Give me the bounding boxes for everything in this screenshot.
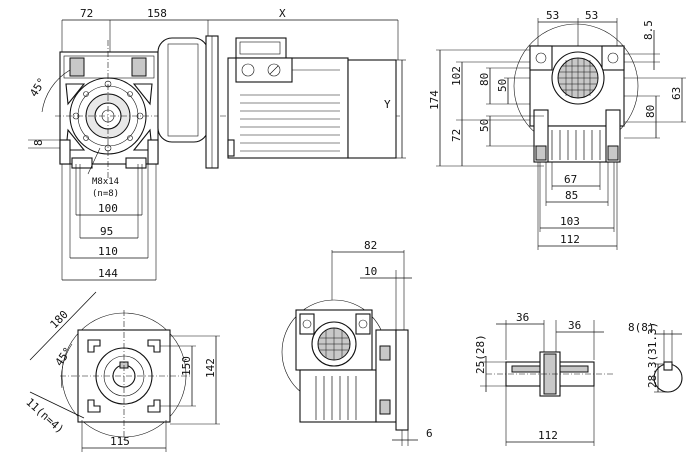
front-view: 72 158 X 45° [27, 7, 406, 281]
side-dim-112: 112 [560, 233, 580, 246]
flange-angle-45: 45° [52, 345, 74, 369]
side-dim-53b: 53 [585, 9, 598, 22]
shaft-dim-28-3: 28.3(31.3) [646, 322, 659, 388]
shaft-dim-25: 25(28) [474, 334, 487, 374]
side-lower-body [543, 125, 611, 163]
bottom-dim-10: 10 [364, 265, 377, 278]
side-dim-80b: 80 [644, 105, 657, 118]
flange-view: 180 45° 11(n=4) 150 142 115 [23, 291, 220, 452]
front-dim-100: 100 [98, 202, 118, 215]
flange-holes: 11(n=4) [23, 396, 66, 437]
front-dim-x: X [279, 7, 286, 20]
side-dim-72: 72 [450, 129, 463, 142]
side-view: 53 53 [428, 9, 686, 250]
bottom-dim-82: 82 [364, 239, 377, 252]
side-dim-53a: 53 [546, 9, 559, 22]
front-angle-45: 45° [27, 76, 49, 100]
side-dim-63: 63 [670, 87, 683, 100]
side-dim-50b: 50 [478, 119, 491, 132]
side-dim-67: 67 [564, 173, 577, 186]
flange-dim-142: 142 [204, 358, 217, 378]
front-dim-y: Y [384, 98, 391, 111]
shaft-view: 36 36 25(28) 112 8(8) 28.3(31.3) [474, 311, 683, 446]
side-dim-8-5: 8.5 [642, 20, 655, 40]
shaft-dim-36b: 36 [568, 319, 581, 332]
flange-dim-115: 115 [110, 435, 130, 448]
front-thread-count: (n=8) [92, 189, 119, 199]
shaft-dim-36a: 36 [516, 311, 529, 324]
side-dim-80a: 80 [478, 73, 491, 86]
side-dim-85: 85 [565, 189, 578, 202]
side-dim-50a: 50 [496, 79, 509, 92]
side-dim-103: 103 [560, 215, 580, 228]
shaft-dim-112: 112 [538, 429, 558, 442]
side-dim-174: 174 [428, 90, 441, 110]
flange-dim-180: 180 [48, 308, 71, 331]
motor-adapter [157, 37, 209, 143]
shaft-dim-8: 8(8) [628, 321, 655, 334]
bottom-lower-body [299, 369, 377, 423]
front-dim-95: 95 [100, 225, 113, 238]
bottom-flange [395, 329, 409, 431]
front-dim-72: 72 [80, 7, 93, 20]
motor-fan-cover [347, 59, 397, 159]
side-dim-102: 102 [450, 66, 463, 86]
bottom-view: 82 10 [281, 239, 433, 446]
bottom-dim-6: 6 [426, 427, 433, 440]
front-dim-110: 110 [98, 245, 118, 258]
front-thread-label: M8x14 [92, 177, 119, 187]
terminal-box [235, 37, 287, 59]
front-dim-8: 8 [32, 139, 45, 146]
front-dim-144: 144 [98, 267, 118, 280]
front-dim-158: 158 [147, 7, 167, 20]
flange-dim-150: 150 [180, 356, 193, 376]
